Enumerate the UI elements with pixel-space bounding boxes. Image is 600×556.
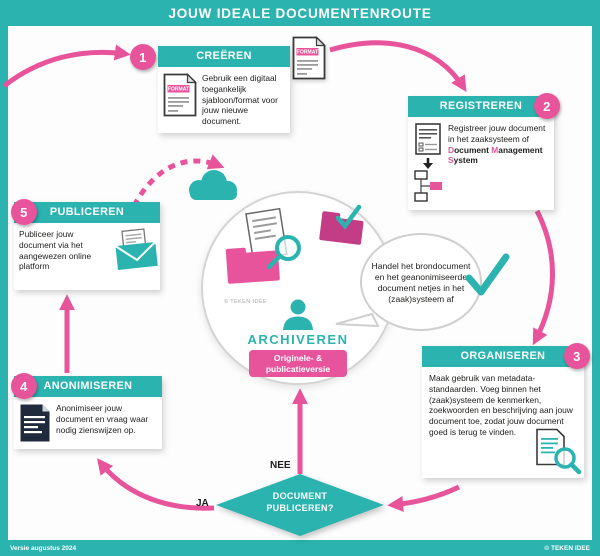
dms-d: D: [448, 144, 455, 155]
badge-line-2: publicatieversie: [265, 363, 331, 374]
format-label: FORMAT: [297, 50, 318, 56]
register-body-prefix: Registreer jouw document in het zaaksyst…: [448, 123, 546, 144]
format-label: FORMAT: [168, 87, 189, 93]
step-register-body: Registreer jouw document in het zaaksyst…: [448, 123, 549, 204]
decision-yes-label: JA: [196, 498, 209, 509]
badge-line-1: Originele- &: [273, 353, 323, 363]
step-register-number: 2: [534, 93, 560, 119]
decision-diamond: [216, 474, 384, 536]
step-anonymize-header: 4 ANONIMISEREN: [11, 373, 162, 399]
step-organize: 3 ORGANISEREN Maak gebruik van metadata-…: [422, 343, 590, 478]
version-text: Versie augustus 2024: [10, 545, 77, 552]
step-publish-header: 5 PUBLICEREN: [11, 199, 160, 225]
folder-check-icon: [319, 211, 364, 245]
step-anonymize: 4 ANONIMISEREN Anonimiseer jouw document…: [11, 373, 162, 449]
archive-version-badge: Originele- & publicatieversie: [249, 350, 347, 378]
document-format-icon: FORMAT: [292, 36, 326, 80]
document-search-icon: [536, 428, 581, 475]
dms-s-rest: ystem: [453, 155, 478, 166]
credit-text: © TEKEN IDEE: [544, 545, 590, 552]
magnifier-icon: [266, 235, 301, 270]
envelope-document-icon: [114, 228, 158, 270]
step-publish-body: Publiceer jouw document via het aangewez…: [19, 229, 92, 272]
dms-m: M: [491, 144, 499, 155]
step-register-header: 2 REGISTREREN: [408, 93, 560, 119]
dms-m-rest: anagement: [498, 144, 543, 155]
check-icon: [335, 204, 362, 230]
redacted-document-icon: [20, 404, 50, 442]
document-format-icon: FORMAT: [163, 73, 197, 117]
archive-title: ARCHIVEREN: [247, 332, 349, 347]
page-title: JOUW IDEALE DOCUMENTENROUTE: [168, 5, 432, 21]
folder-icon: [225, 247, 280, 284]
dms-s: S: [448, 155, 454, 166]
decision-no-label: NEE: [270, 460, 291, 471]
step-create: 1 CREËREN FORMAT Gebruik een digitaal to…: [130, 44, 290, 133]
step-organize-body: Maak gebruik van metadata-standaarden. V…: [429, 373, 573, 437]
dms-d-rest: ocument: [454, 144, 492, 155]
step-organize-title: ORGANISEREN: [460, 350, 546, 362]
person-icon: [283, 299, 313, 330]
step-publish-number: 5: [11, 199, 37, 225]
step-anonymize-number: 4: [11, 373, 37, 399]
step-anonymize-title: ANONIMISEREN: [43, 380, 133, 392]
step-anonymize-body: Anonimiseer jouw document en vraag waar …: [56, 403, 149, 435]
document-lines-icon: [415, 123, 441, 155]
step-organize-header: 3 ORGANISEREN: [422, 343, 590, 369]
dms-flow-icon: [414, 158, 442, 202]
step-create-body: Gebruik een digitaal toegankelijk sjablo…: [202, 73, 278, 126]
step-publish: 5 PUBLICEREN Publiceer jouw document via…: [11, 199, 160, 290]
step-organize-number: 3: [564, 343, 590, 369]
archive-illustration: [225, 204, 364, 284]
step-register: 2 REGISTREREN Registre: [408, 93, 560, 210]
step-create-title: CREËREN: [196, 50, 252, 62]
step-create-header: 1 CREËREN: [130, 44, 290, 70]
checkmark-icon: [465, 253, 510, 296]
step-publish-title: PUBLICEREN: [49, 206, 125, 218]
step-register-title: REGISTREREN: [439, 100, 523, 112]
speech-bubble: [335, 233, 482, 331]
step-create-number: 1: [130, 44, 156, 70]
speech-bubble-text: Handel het brondocument en het geanonimi…: [371, 260, 471, 305]
decision-question: DOCUMENT PUBLICEREN?: [266, 491, 334, 514]
watermark: © TEKEN IDEE: [224, 299, 267, 305]
